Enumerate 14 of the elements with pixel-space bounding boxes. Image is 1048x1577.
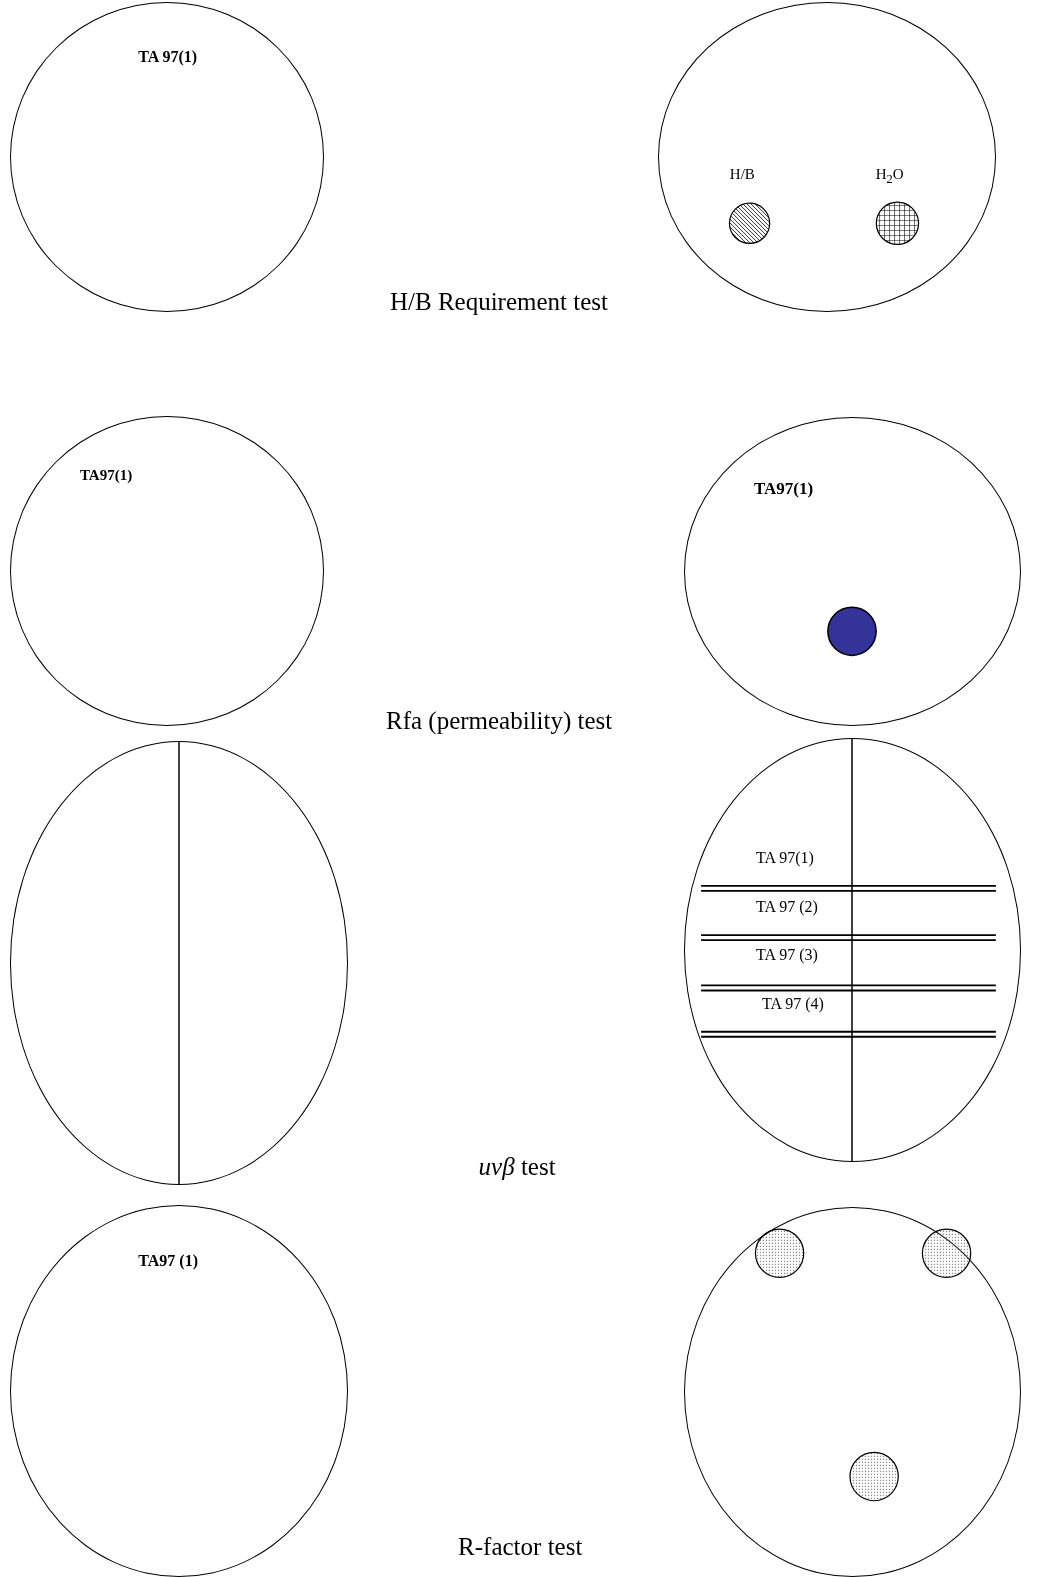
- strain-label: TA 97 (4): [762, 995, 824, 1013]
- test-caption: Rfa (permeability) test: [385, 706, 613, 737]
- test-caption: H/B Requirement test: [389, 286, 608, 317]
- strain-label: TA 97(1): [756, 848, 814, 867]
- strain-label: TA 97 (3): [756, 946, 818, 964]
- strain-label: TA 97 (2): [756, 897, 818, 916]
- strain-label: TA 97(1): [138, 47, 198, 66]
- test-caption: R-factor test: [458, 1532, 583, 1563]
- strain-label: H/B: [729, 166, 755, 183]
- strain-label: H$_{2}$O: [875, 166, 904, 188]
- strain-label: TA97 (1): [138, 1251, 198, 1270]
- strain-label: TA97(1): [79, 467, 133, 484]
- test-caption: uvβ test: [478, 1151, 556, 1182]
- strain-label: TA97(1): [754, 480, 814, 500]
